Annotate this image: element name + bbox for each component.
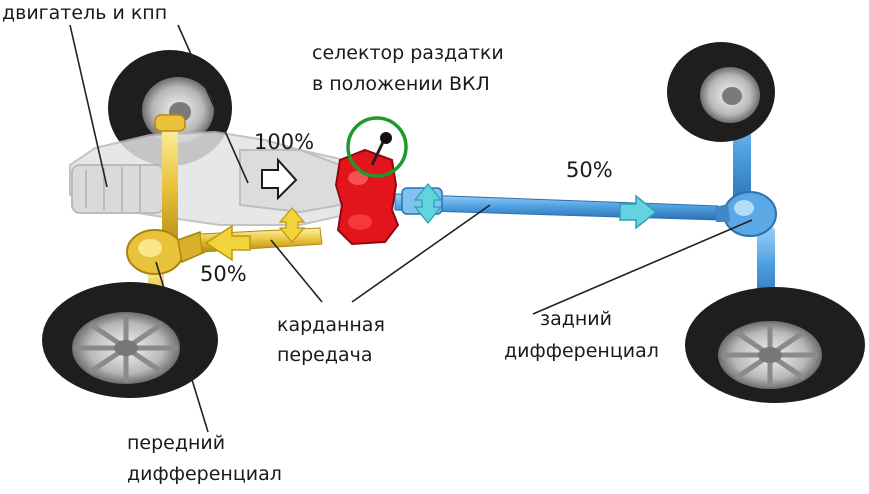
selector-label-line2: в положении ВКЛ xyxy=(312,73,490,95)
rear-driveshaft xyxy=(394,187,719,221)
rear-power-arrow xyxy=(619,194,658,230)
transfer-case xyxy=(334,132,400,246)
engine-gearbox-label: двигатель и кпп xyxy=(2,2,168,24)
rear-diff-label-line1: задний xyxy=(540,308,613,330)
rear-diff-label-line2: дифференциал xyxy=(504,340,659,362)
front-right-wheel xyxy=(42,282,218,398)
rear-shaft-split-arrow xyxy=(413,183,443,224)
rear-torque-percent: 50% xyxy=(566,158,613,182)
total-torque-percent: 100% xyxy=(254,130,315,154)
front-diff-label-line1: передний xyxy=(127,432,226,454)
leader-lines xyxy=(69,24,753,433)
front-torque-percent: 50% xyxy=(200,262,247,286)
front-shaft-split-arrow xyxy=(278,207,306,243)
rear-differential xyxy=(715,191,777,237)
driveshaft-label-line2: передача xyxy=(277,344,373,366)
rear-right-wheel xyxy=(685,287,865,403)
arrow-right-icon xyxy=(261,157,298,201)
front-diff-label-line2: дифференциал xyxy=(127,463,282,485)
driveshaft-label-line1: карданная xyxy=(277,314,385,336)
circle-outline-icon xyxy=(346,116,408,178)
selector-label-line1: селектор раздатки xyxy=(312,42,504,64)
front-differential xyxy=(126,229,206,275)
rear-left-wheel xyxy=(667,42,775,142)
front-power-arrow xyxy=(204,224,251,262)
